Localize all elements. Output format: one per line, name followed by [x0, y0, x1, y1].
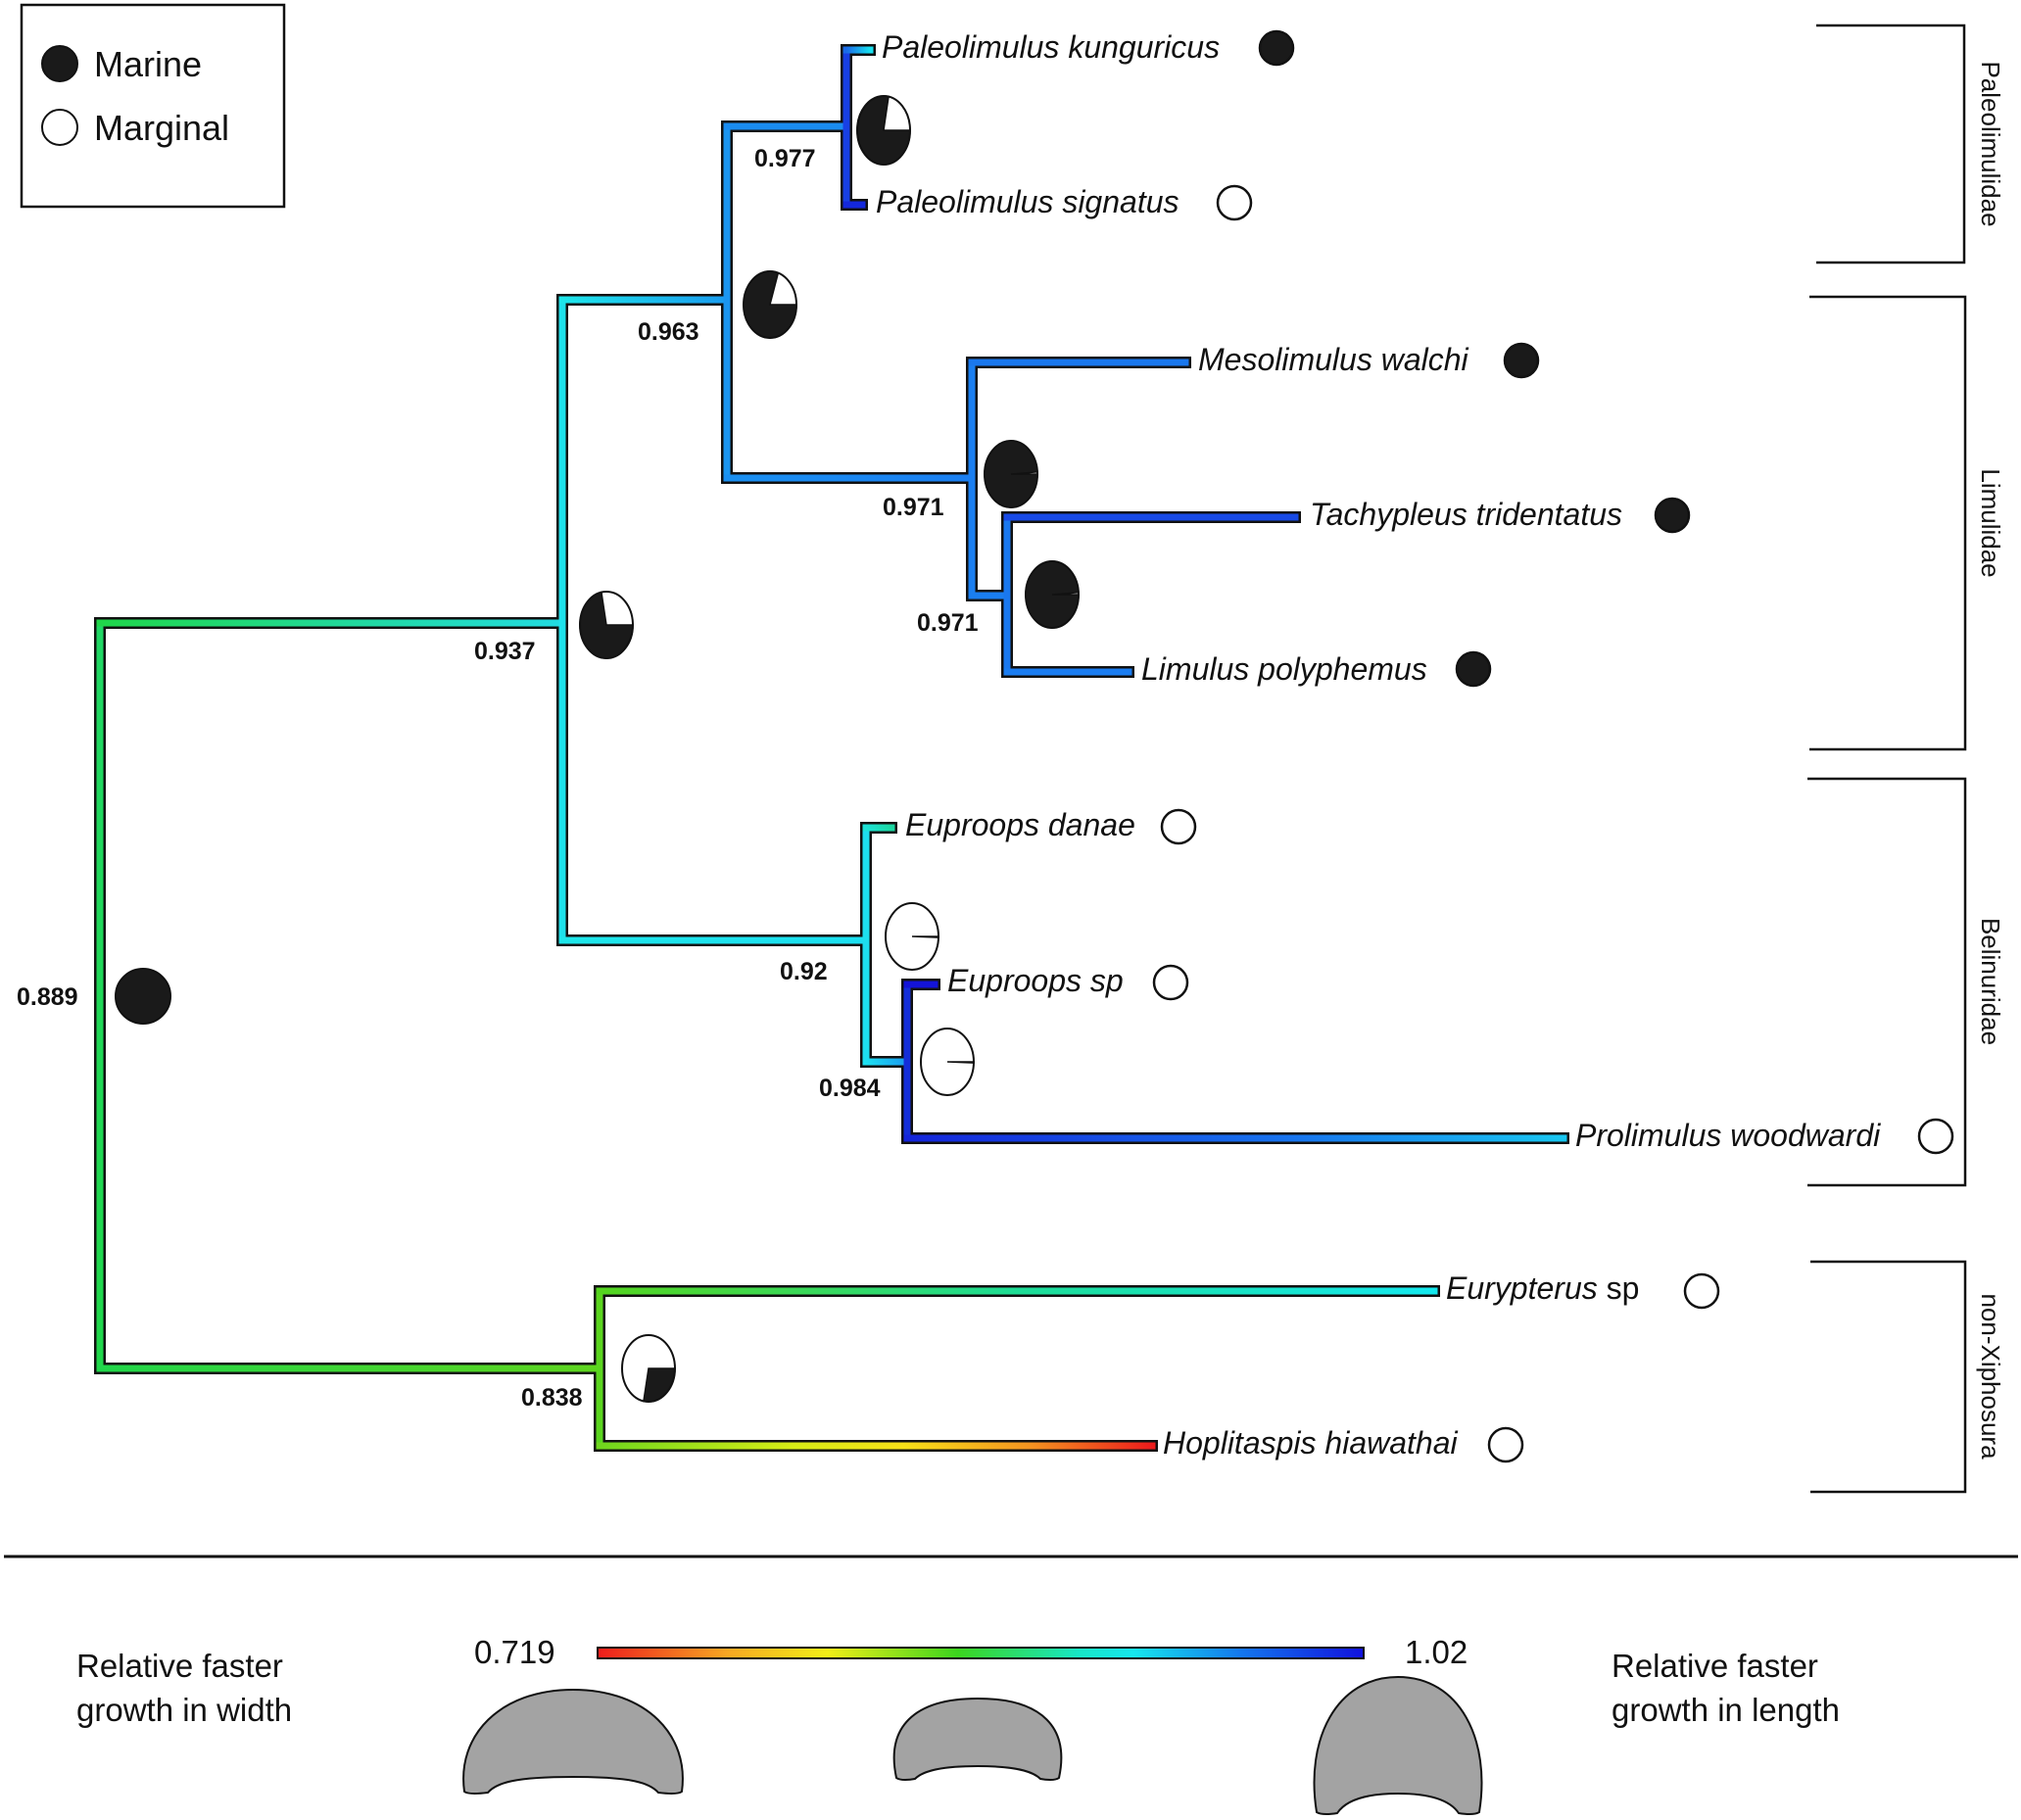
tip-state-hoplitaspis-hiawathai — [1487, 1426, 1524, 1463]
tip-state-eurypterus-sp — [1683, 1272, 1720, 1310]
pie-outline — [1025, 560, 1080, 629]
marine-legend-icon — [41, 45, 78, 82]
tip-state-paleolimulus-kunguricus — [1258, 29, 1295, 67]
tip-label-eurypterus-sp: Eurypterus sp — [1446, 1270, 1639, 1306]
scale-left-caption-line2: growth in width — [76, 1692, 292, 1728]
tip-label-eurypterus-sp-suffix: sp — [1607, 1270, 1640, 1306]
pie-marine-slice — [911, 935, 939, 938]
pie-marine-slice — [946, 1061, 975, 1064]
tip-label-mesolimulus-walchi: Mesolimulus walchi — [1198, 342, 1469, 377]
support-paleolimulidae: 0.977 — [754, 145, 816, 172]
support-upper: 0.963 — [638, 318, 699, 346]
tip-label-prolimulus-woodwardi: Prolimulus woodwardi — [1575, 1118, 1881, 1153]
support-euproops-prolimulus: 0.984 — [819, 1075, 881, 1102]
tree-branches — [94, 44, 1569, 1452]
legend-box — [20, 3, 286, 209]
scale-max-label: 1.02 — [1405, 1634, 1468, 1670]
tip-state-tachypleus-tridentatus — [1654, 497, 1691, 534]
scale-right-caption-line1: Relative faster — [1612, 1648, 1818, 1684]
pie-marginal-slice — [116, 969, 170, 1024]
tip-label-paleolimulus-kunguricus: Paleolimulus kunguricus — [882, 29, 1220, 65]
clade-labels: Paleolimulidae Limulidae Belinuridae non… — [1976, 61, 2005, 1460]
tip-state-euproops-sp — [1152, 964, 1189, 1001]
support-root: 0.889 — [17, 983, 78, 1011]
legend-marine-label: Marine — [94, 44, 202, 84]
scale-gradient-bar — [597, 1647, 1365, 1659]
clade-label-belinuridae: Belinuridae — [1976, 918, 2005, 1045]
tip-label-euproops-danae: Euproops danae — [905, 807, 1135, 842]
pie-outline — [984, 440, 1038, 508]
clade-label-paleolimulidae: Paleolimulidae — [1976, 61, 2005, 226]
legend: Marine Marginal — [20, 3, 286, 209]
scale-right-caption-line2: growth in length — [1612, 1692, 1840, 1728]
pie-outline — [920, 1028, 975, 1096]
pie-outline — [885, 902, 939, 971]
node-state-pies — [115, 95, 1080, 1403]
tip-label-limulus-polyphemus: Limulus polyphemus — [1141, 651, 1427, 687]
pie-outline — [621, 1334, 676, 1403]
scale-min-label: 0.719 — [474, 1634, 555, 1670]
pie-xiphosura — [579, 591, 634, 659]
support-xiphosura: 0.937 — [474, 638, 536, 665]
tip-state-prolimulus-woodwardi — [1917, 1118, 1954, 1155]
pie-outline — [743, 270, 797, 339]
pie-outline — [579, 591, 634, 659]
tip-label-hoplitaspis-hiawathai: Hoplitaspis hiawathai — [1163, 1425, 1459, 1461]
tree-branch-colors — [96, 46, 1567, 1450]
clade-label-limulidae: Limulidae — [1976, 468, 2005, 577]
support-limulinae: 0.971 — [917, 609, 979, 637]
pie-non-xiphosura — [621, 1334, 676, 1403]
tip-states — [1152, 29, 1954, 1463]
pie-limulidae — [984, 440, 1038, 508]
support-belinuridae: 0.92 — [780, 958, 828, 985]
pie-marine-slice — [643, 1367, 676, 1403]
intermediate-carapace-shape — [892, 1697, 1063, 1781]
pie-outline — [856, 95, 911, 166]
pie-upper — [743, 270, 797, 339]
pie-belinuridae — [885, 902, 939, 971]
support-limulidae: 0.971 — [883, 494, 944, 521]
tip-label-tachypleus-tridentatus: Tachypleus tridentatus — [1310, 497, 1622, 532]
tip-state-mesolimulus-walchi — [1503, 342, 1540, 379]
long-carapace-shape — [1313, 1675, 1483, 1815]
node-support-values: 0.889 0.937 0.963 0.977 0.971 0.971 0.92… — [17, 145, 979, 1412]
clade-label-non-xiphosura: non-Xiphosura — [1976, 1293, 2005, 1460]
tip-label-eurypterus-genus: Eurypterus — [1446, 1270, 1598, 1306]
tip-label-paleolimulus-signatus: Paleolimulus signatus — [876, 184, 1179, 219]
tip-label-euproops-sp: Euproops sp — [947, 963, 1124, 998]
support-non-xiphosura: 0.838 — [521, 1384, 583, 1412]
tip-state-limulus-polyphemus — [1455, 650, 1492, 688]
legend-marginal-label: Marginal — [94, 108, 229, 148]
tip-labels: Paleolimulus kunguricus Paleolimulus sig… — [876, 29, 1881, 1461]
bracket-belinuridae — [1807, 777, 1967, 1187]
tip-state-euproops-danae — [1160, 808, 1197, 845]
tip-state-paleolimulus-signatus — [1216, 184, 1253, 221]
scale-left-caption-line1: Relative faster — [76, 1648, 283, 1684]
color-scale: Relative faster growth in width 0.719 1.… — [76, 1634, 1840, 1815]
pie-root — [115, 968, 171, 1025]
pie-limulinae — [1025, 560, 1080, 629]
bracket-non-xiphosura — [1810, 1260, 1967, 1494]
bracket-paleolimulidae — [1816, 24, 1966, 264]
pie-euproops-prolimulus — [920, 1028, 975, 1096]
marginal-legend-icon — [41, 109, 78, 146]
wide-carapace-shape — [462, 1688, 684, 1795]
clade-brackets — [1807, 24, 1967, 1494]
pie-paleolimulidae — [856, 95, 911, 166]
pie-outline — [115, 968, 171, 1025]
bracket-limulidae — [1809, 295, 1967, 751]
